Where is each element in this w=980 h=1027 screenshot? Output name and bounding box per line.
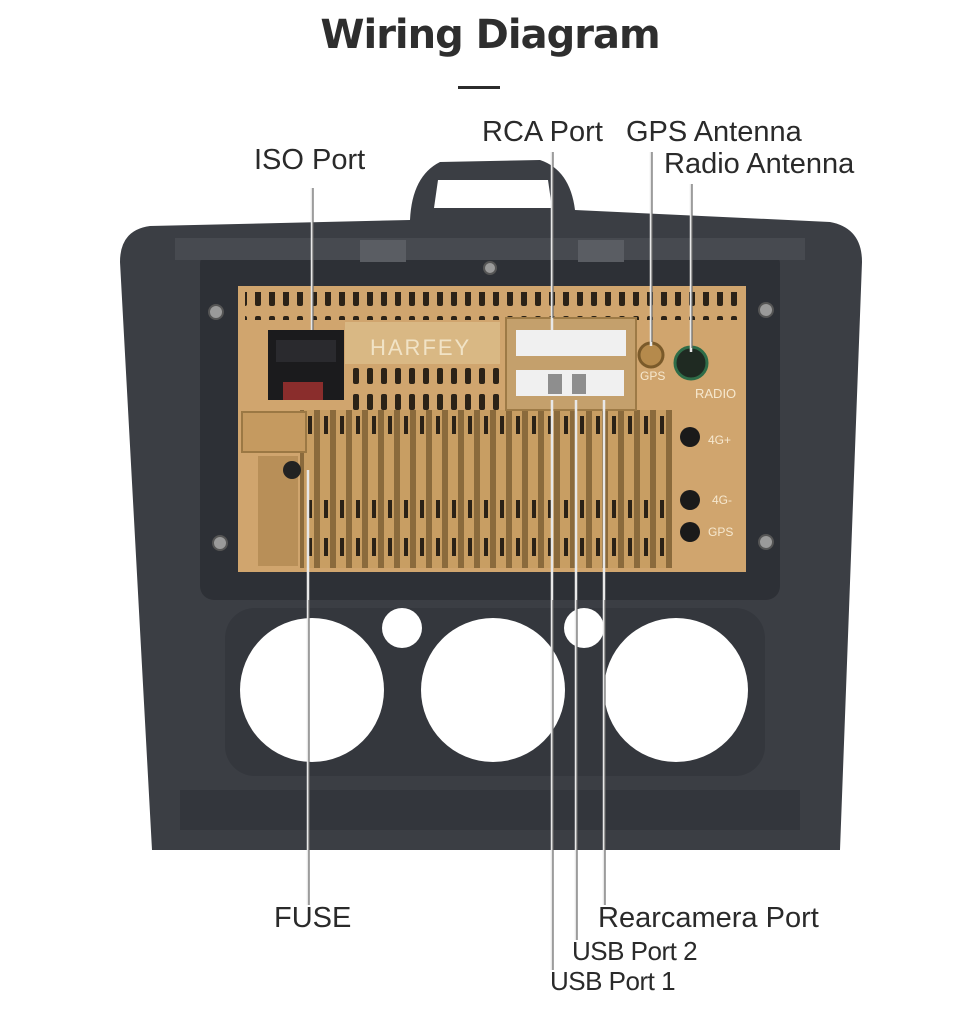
usb-port-2-label: USB Port 2 [572,936,698,966]
iso-port-label: ISO Port [254,144,366,176]
svg-text:RADIO: RADIO [695,386,736,401]
brand-logo: HARFEY [345,322,500,364]
svg-text:4G-: 4G- [712,493,732,507]
usb-port-1-label: USB Port 1 [550,966,676,996]
rca-port-label: RCA Port [482,116,603,148]
svg-text:GPS: GPS [708,525,733,539]
gps-antenna-label: GPS Antenna [626,116,802,148]
4g-jack-icon: 4G+ 4G- GPS [680,427,733,542]
radio-jack-icon: RADIO [673,345,736,401]
svg-text:GPS: GPS [640,369,665,383]
rca-connector-icon [505,317,637,411]
fuse-label: FUSE [274,902,352,934]
page-title: Wiring Diagram [320,12,660,58]
title-underline [458,86,500,89]
svg-text:HARFEY: HARFEY [370,335,471,360]
leader-lines [306,152,693,970]
gps-jack-icon: GPS [637,341,665,383]
iso-connector-icon [268,330,344,400]
mounting-screws [208,261,774,551]
rearcamera-port-label: Rearcamera Port [598,902,819,934]
radio-antenna-label: Radio Antenna [664,148,855,180]
svg-text:4G+: 4G+ [708,433,731,447]
